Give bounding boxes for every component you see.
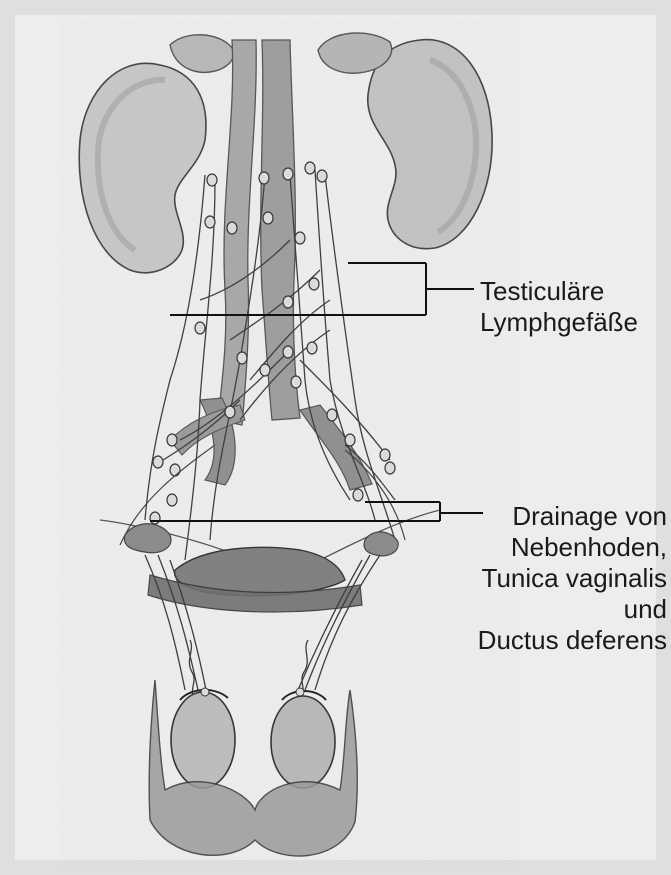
label-line: Drainage von [478,501,667,532]
label-line: Lymphgefäße [480,307,638,338]
testicular-lymph-vessels-label: Testiculäre Lymphgefäße [480,276,638,338]
label-line: und [478,594,667,625]
label-line: Tunica vaginalis [478,563,667,594]
label-line: Ductus deferens [478,625,667,656]
label-line: Testiculäre [480,276,638,307]
drainage-label: Drainage von Nebenhoden, Tunica vaginali… [478,501,667,656]
label-line: Nebenhoden, [478,532,667,563]
